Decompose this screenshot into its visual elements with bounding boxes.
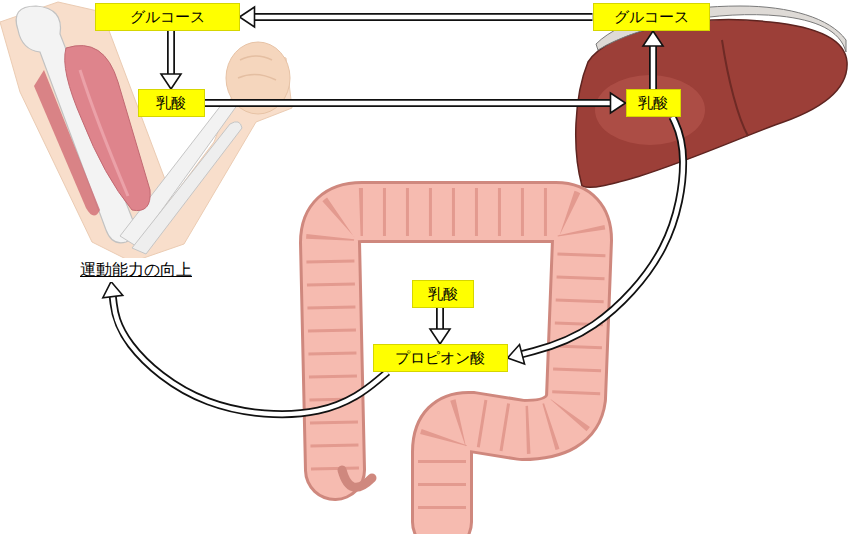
arm-skin xyxy=(0,2,292,262)
arrow-inner xyxy=(113,296,388,414)
arrow-inner xyxy=(651,46,656,89)
hollow-arrow xyxy=(430,308,450,344)
hollow-arrow xyxy=(205,93,626,113)
substance-box: プロピオン酸 xyxy=(373,344,508,372)
hollow-arrow xyxy=(240,7,593,27)
substance-box: 乳酸 xyxy=(626,89,681,117)
hollow-arrow xyxy=(103,282,388,415)
result-label-box: 運動能力の向上 xyxy=(77,258,195,281)
arrow-outline xyxy=(167,31,175,74)
substance-box: グルコース xyxy=(95,3,240,31)
arrow-outline xyxy=(649,46,657,89)
appendix xyxy=(342,470,372,487)
hollow-arrow xyxy=(643,31,663,89)
node-text: 乳酸 xyxy=(149,94,194,112)
substance-box: 乳酸 xyxy=(412,280,474,308)
intestine-body xyxy=(330,212,582,522)
liver-body xyxy=(576,20,847,187)
node-text: グルコース xyxy=(604,8,699,26)
liver-lobe-line xyxy=(722,40,748,136)
muscle-back xyxy=(34,70,100,216)
hollow-arrow xyxy=(161,31,181,89)
arrow-inner xyxy=(438,308,443,329)
muscle-highlight xyxy=(80,70,128,196)
arrow-inner xyxy=(255,15,593,20)
arrow-head xyxy=(161,74,181,89)
arrow-head xyxy=(611,93,626,113)
intestine-outline xyxy=(330,212,582,522)
arrow-outline xyxy=(522,117,683,354)
finger-lines xyxy=(238,56,276,80)
arrow-head xyxy=(508,345,525,364)
liver-illustration xyxy=(576,6,847,187)
arrow-inner xyxy=(522,117,683,354)
node-text: プロピオン酸 xyxy=(384,349,497,367)
arm-illustration xyxy=(0,2,292,262)
substance-box: グルコース xyxy=(593,3,710,31)
node-text: グルコース xyxy=(106,8,229,26)
arrow-inner xyxy=(205,101,611,106)
arrow-outline xyxy=(255,13,593,21)
substance-box: 乳酸 xyxy=(138,89,205,117)
intestine-illustration xyxy=(330,212,582,522)
arrow-outline xyxy=(113,296,388,414)
node-text: 運動能力の向上 xyxy=(80,260,192,279)
arrow-head xyxy=(240,7,255,27)
node-text: 乳酸 xyxy=(423,285,463,303)
arrow-outline xyxy=(205,99,611,107)
arrow-head xyxy=(103,282,123,298)
node-text: 乳酸 xyxy=(637,94,670,112)
intestine-folds xyxy=(330,212,582,522)
hollow-arrow xyxy=(508,117,684,364)
arrow-head xyxy=(430,329,450,344)
arrow-head xyxy=(643,31,663,46)
arrow-outline xyxy=(436,308,444,329)
arrow-inner xyxy=(169,31,174,74)
